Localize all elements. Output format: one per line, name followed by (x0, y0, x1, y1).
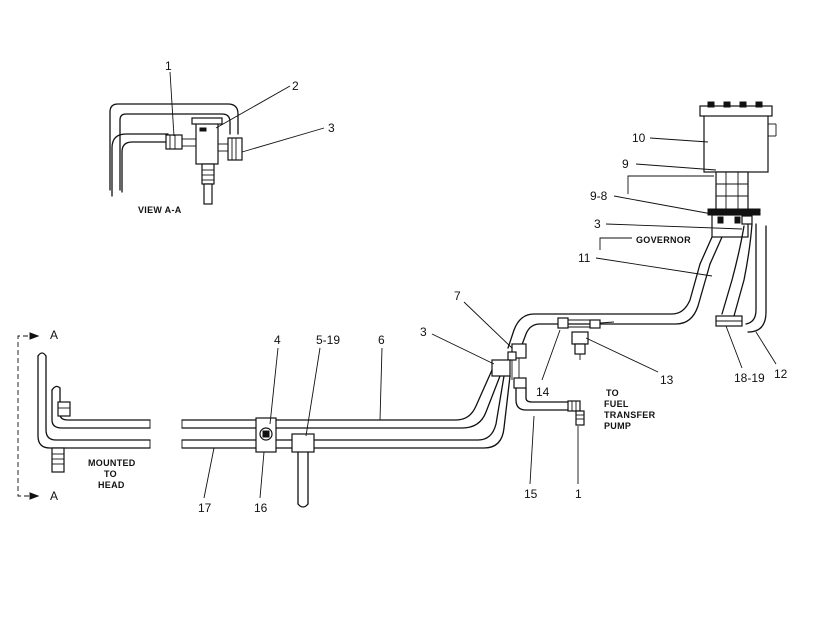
leader-6 (379, 347, 383, 421)
callout-14: 14 (536, 385, 550, 399)
governor-lower-body (715, 171, 749, 211)
section-line-a-a (17, 335, 36, 497)
callout-13: 13 (660, 373, 674, 387)
fitting-1-bottom (567, 400, 581, 412)
clip-5-19 (291, 433, 315, 453)
callout-1-bottom: 1 (575, 487, 582, 501)
callout-1-view: 1 (165, 59, 172, 73)
fitting-13 (571, 331, 589, 345)
leader-2-view (215, 85, 291, 129)
view-elbow-fitting (227, 137, 243, 161)
mounted-line1: MOUNTED (88, 458, 136, 468)
leader-12 (755, 331, 777, 365)
section-mark-a-top: A (50, 328, 58, 342)
callout-11: 11 (578, 251, 591, 265)
leader-5-19 (305, 347, 321, 437)
elbow-fitting-3 (491, 359, 511, 377)
to-pump-line4: PUMP (604, 421, 631, 431)
head-connector (51, 447, 65, 473)
view-a-a-detail: VIEW A-A 1 2 3 (109, 59, 335, 215)
governor-housing (703, 113, 769, 173)
callout-2-view: 2 (292, 79, 299, 93)
leader-9-8 (613, 195, 713, 215)
callout-4: 4 (274, 333, 281, 347)
callout-15: 15 (524, 487, 538, 501)
to-pump-line2: FUEL (604, 399, 629, 409)
governor-assembly: 10 9 9-8 3 GOVERNOR 11 (578, 101, 777, 277)
leader-14 (541, 329, 561, 381)
mounted-line2: TO (104, 469, 117, 479)
leader-3-governor (605, 223, 743, 230)
leader-16 (259, 451, 265, 499)
governor-flange (707, 208, 761, 216)
bracket-9 (627, 175, 714, 194)
callout-18-19: 18-19 (734, 371, 765, 385)
leader-17 (203, 447, 215, 499)
leader-3-mid (431, 333, 495, 365)
leader-4 (269, 347, 279, 425)
leader-10 (649, 137, 709, 143)
leader-15 (529, 415, 535, 485)
bracket-governor (599, 237, 632, 250)
head-fitting (57, 401, 71, 417)
callout-3-view: 3 (328, 121, 335, 135)
leader-9 (635, 163, 717, 171)
callout-9: 9 (622, 157, 629, 171)
mounted-line3: HEAD (98, 480, 125, 490)
tee-fitting-group: 7 3 15 1 TO FUEL TRANSFER PUMP (420, 289, 656, 501)
callout-12: 12 (774, 367, 788, 381)
view-a-a-label: VIEW A-A (138, 205, 182, 215)
section-mark-a-bottom: A (50, 489, 58, 503)
head-mount-end: A A MOUNTED TO HEAD (17, 328, 151, 503)
leader-13 (585, 337, 659, 373)
callout-16: 16 (254, 501, 268, 515)
callout-5-19: 5-19 (316, 333, 340, 347)
callout-17: 17 (198, 501, 212, 515)
callout-3-mid: 3 (420, 325, 427, 339)
leader-18-19 (725, 325, 743, 369)
to-pump-line3: TRANSFER (604, 410, 656, 420)
governor-note: GOVERNOR (636, 235, 691, 245)
leader-7 (463, 301, 513, 349)
view-fitting-left (165, 134, 183, 150)
callout-9-8: 9-8 (590, 189, 608, 203)
main-fuel-lines: 4 5-19 6 17 16 (149, 333, 511, 515)
return-lines: 13 14 18-19 12 (507, 223, 788, 399)
to-pump-line1: TO (606, 388, 619, 398)
callout-7: 7 (454, 289, 461, 303)
fitting-14 (557, 317, 569, 329)
callout-10: 10 (632, 131, 646, 145)
callout-3-governor: 3 (594, 217, 601, 231)
view-valve-body (195, 119, 219, 165)
leader-3-view (241, 127, 325, 153)
leader-1-view (169, 71, 175, 137)
leader-11 (595, 257, 713, 277)
callout-6: 6 (378, 333, 385, 347)
